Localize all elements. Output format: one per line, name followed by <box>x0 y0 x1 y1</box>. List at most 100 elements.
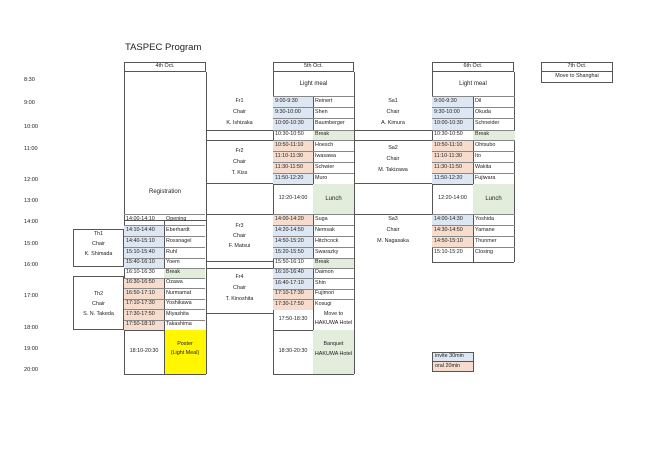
row-divider <box>432 140 515 141</box>
col3-right-border <box>514 72 515 262</box>
talk-speaker: Fujimori <box>315 290 335 297</box>
talk-time: 17:30-17:50 <box>273 299 313 310</box>
session-sa1-name: Sa1 <box>388 98 398 104</box>
row-divider <box>273 173 354 174</box>
talk-speaker: Shen <box>315 108 328 115</box>
talk-time: 11:10-11:30 <box>432 151 473 162</box>
session-th1-name: Th1 <box>93 231 104 237</box>
talk-speaker: Ito <box>475 152 481 159</box>
talk-speaker: Yoshikawa <box>166 300 192 307</box>
col2-right-border <box>354 72 355 374</box>
row-divider <box>273 278 354 279</box>
session-sa1-chair: Chair <box>386 109 400 115</box>
row-divider <box>124 278 205 279</box>
row-divider <box>273 151 354 152</box>
row-divider <box>124 247 205 248</box>
talk-speaker: Opening <box>166 215 187 222</box>
talk-time: 14:00-14:20 <box>273 214 313 225</box>
row-divider <box>273 162 354 163</box>
row-divider <box>432 151 515 152</box>
lunch-6th <box>473 184 514 214</box>
banquet-hotel: HAKUWA Hotel <box>314 351 353 357</box>
session-sa3-box <box>354 214 432 262</box>
light-meal-6th: Light meal <box>459 81 487 87</box>
talk-speaker: Nemsak <box>315 226 335 233</box>
poster-label: Poster <box>177 341 193 347</box>
lunch-label-5th: Lunch <box>325 196 342 202</box>
session-fr1-box <box>206 96 273 131</box>
row-divider <box>124 299 205 300</box>
session-th2-box <box>73 276 124 330</box>
col1-left-border <box>124 72 125 374</box>
session-fr2-box <box>206 140 273 184</box>
col2-line <box>273 374 354 375</box>
row-divider <box>432 236 515 237</box>
row-divider <box>273 225 354 226</box>
session-sa2-name: Sa2 <box>388 145 398 151</box>
session-sa1-person: A. Kimura <box>381 120 405 126</box>
session-sa1-box <box>354 96 432 131</box>
row-divider <box>273 140 354 141</box>
lunch-5th <box>313 184 354 214</box>
col1-line <box>124 374 206 375</box>
day-header-4th: 4th Oct. <box>124 62 206 72</box>
day-header-5th: 5th Oct. <box>273 62 354 72</box>
talk-speaker: Break <box>164 268 205 278</box>
time-label: 16:00 <box>24 262 38 268</box>
session-sa2-chair: Chair <box>386 156 400 162</box>
talk-time: 15:10-15:40 <box>124 247 164 258</box>
talk-speaker: Yoem <box>166 259 180 266</box>
talk-time: 15:50-16:10 <box>275 259 304 266</box>
day-header-7th: 7th Oct. <box>541 62 613 72</box>
row-divider <box>124 225 205 226</box>
col1-right-border <box>206 72 207 374</box>
col3-time-divider <box>473 96 474 262</box>
talk-time: 17:10-17:30 <box>124 299 164 309</box>
row-divider <box>124 309 205 310</box>
talk-speaker: Break <box>313 258 354 268</box>
talk-time: 11:50-12:20 <box>273 173 313 184</box>
talk-time: 15:40-16:10 <box>124 258 164 268</box>
legend-oral: oral 20min <box>432 362 474 372</box>
talk-speaker: Ozawa <box>166 279 183 286</box>
talk-speaker: Closing <box>475 248 493 255</box>
row-divider <box>432 96 515 97</box>
talk-speaker: Yoshida <box>475 215 494 222</box>
talk-time: 9:00-9:30 <box>432 96 473 107</box>
row-divider <box>432 214 515 215</box>
time-label: 17:00 <box>24 293 38 299</box>
light-meal-5th: Light meal <box>299 81 328 87</box>
col2-time-divider <box>313 96 314 374</box>
session-sa2-person: M. Takizawa <box>378 167 408 173</box>
talk-speaker: Schneider <box>475 120 500 127</box>
session-fr4-chair: Chair <box>233 285 246 291</box>
move-to-shanghai: Move to Shanghai <box>541 72 613 83</box>
talk-time: 10:00-10:30 <box>432 118 473 130</box>
talk-time: 16:40-17:10 <box>273 278 313 289</box>
talk-speaker: Hitchcock <box>315 237 339 244</box>
session-th2-person: S. N. Takeda <box>83 311 114 317</box>
row-divider <box>432 118 515 119</box>
row-divider <box>273 130 354 131</box>
talk-speaker: Ruhl <box>166 248 178 255</box>
time-label: 14:00 <box>24 219 38 225</box>
col3-line <box>432 262 514 263</box>
time-label: 11:00 <box>24 146 38 152</box>
session-fr4-name: Fr4 <box>235 274 244 280</box>
talk-time: 10:50-11:10 <box>273 140 313 151</box>
talk-time: 14:00-14:30 <box>432 214 473 225</box>
talk-time: 14:20-14:50 <box>273 225 313 236</box>
row-divider <box>273 236 354 237</box>
row-divider <box>432 247 515 248</box>
session-sa3-person: M. Nagasaka <box>377 238 409 244</box>
session-fr1-person: K. Ishizaka <box>226 120 253 126</box>
banquet <box>313 330 354 374</box>
talk-time: 11:50-12:20 <box>432 173 473 184</box>
session-th1-box <box>73 229 124 267</box>
talk-speaker: Ohtsubo <box>475 141 496 148</box>
talk-time: 16:10-16:30 <box>126 269 155 276</box>
banquet-label: Banquet <box>323 341 344 347</box>
talk-speaker: Rossnagel <box>166 237 192 244</box>
lunch-time-5th: 12:20-14:00 <box>278 195 308 202</box>
talk-speaker: Takashima <box>166 321 192 328</box>
